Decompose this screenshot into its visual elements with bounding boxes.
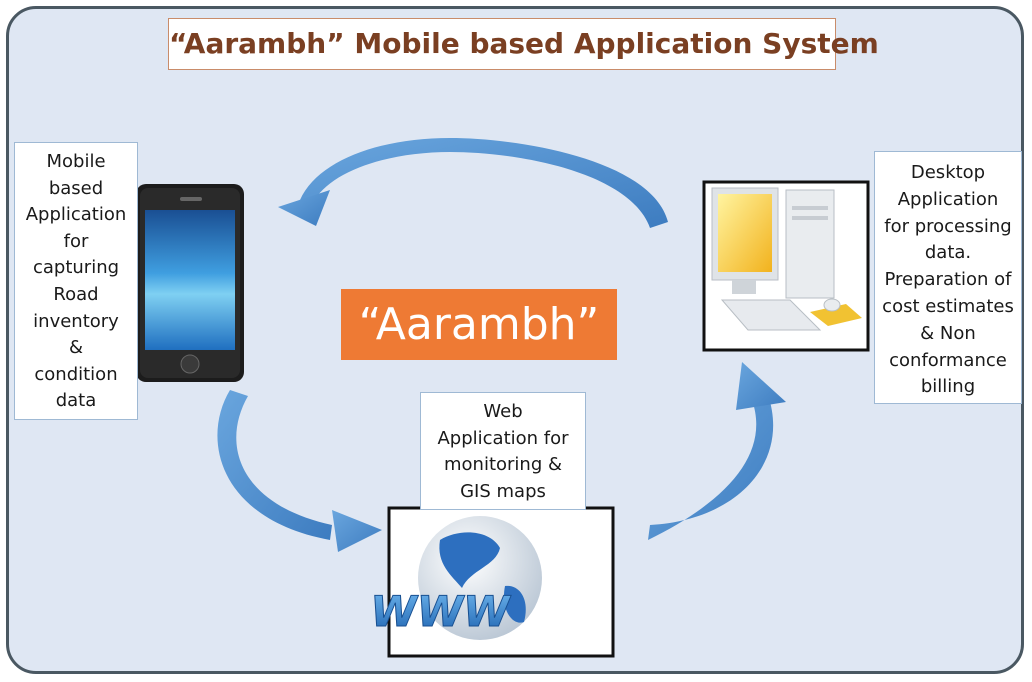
mobile-line: for bbox=[63, 230, 89, 252]
web-line: Web bbox=[483, 401, 523, 422]
mobile-line: Road bbox=[53, 283, 99, 305]
web-line: Application for bbox=[437, 427, 569, 449]
desktop-line: Preparation of bbox=[884, 269, 1012, 291]
arrow-web-to-desktop bbox=[648, 362, 786, 540]
web-line: GIS maps bbox=[460, 480, 546, 502]
web-line: monitoring & bbox=[443, 454, 563, 475]
desktop-line: Application bbox=[897, 188, 999, 210]
mobile-line: condition bbox=[34, 363, 118, 385]
desktop-line: data. bbox=[924, 242, 972, 264]
mobile-line: Mobile bbox=[46, 151, 106, 172]
mobile-line: inventory bbox=[33, 310, 119, 332]
center-label: “Aarambh” bbox=[341, 289, 617, 360]
mobile-app-description: Mobile based Application for capturing R… bbox=[14, 142, 138, 420]
web-app-description: Web Application for monitoring & GIS map… bbox=[420, 392, 586, 510]
desktop-line: & Non bbox=[920, 322, 976, 344]
arrow-mobile-to-web bbox=[217, 390, 382, 552]
mobile-line: based bbox=[48, 177, 104, 199]
desktop-app-description: Desktop Application for processing data.… bbox=[874, 151, 1022, 404]
mobile-line: Application bbox=[25, 204, 127, 226]
desktop-computer-icon bbox=[702, 180, 870, 352]
desktop-line: Desktop bbox=[910, 162, 986, 183]
mobile-line: & bbox=[68, 337, 84, 359]
desktop-line: cost estimates bbox=[882, 295, 1014, 317]
mobile-line: data bbox=[55, 390, 97, 412]
arrow-desktop-to-mobile bbox=[278, 138, 668, 228]
desktop-line: conformance bbox=[889, 349, 1007, 371]
smartphone-icon bbox=[136, 184, 244, 382]
www-text: WWW bbox=[366, 587, 514, 636]
mobile-line: capturing bbox=[32, 257, 120, 279]
desktop-line: billing bbox=[920, 376, 976, 398]
diagram-title: “Aarambh” Mobile based Application Syste… bbox=[168, 18, 879, 70]
desktop-line: for processing bbox=[884, 215, 1012, 237]
globe-www-icon: WWW bbox=[366, 506, 615, 658]
